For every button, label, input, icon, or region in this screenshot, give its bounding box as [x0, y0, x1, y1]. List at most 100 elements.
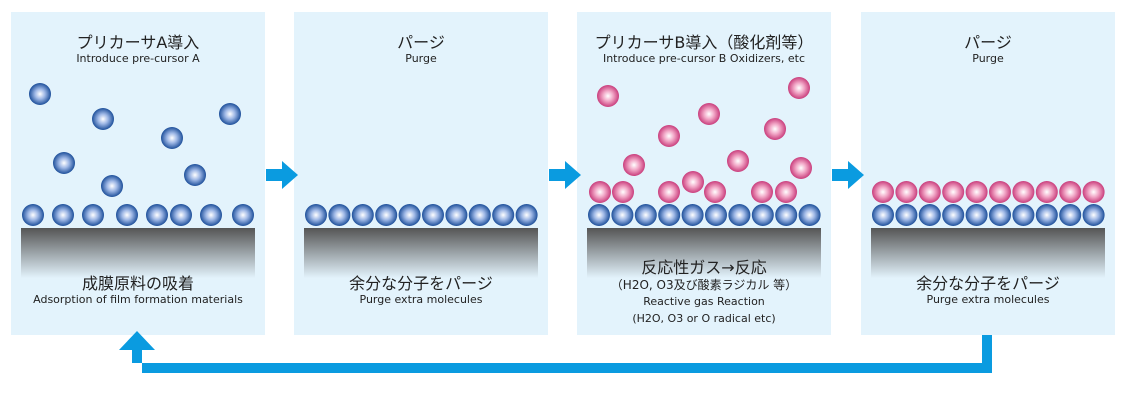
precursor-b-molecule [698, 103, 720, 125]
step-title-en: Introduce pre-cursor B Oxidizers, etc [602, 52, 806, 65]
precursor-b-molecule [1082, 181, 1105, 203]
step-title-en: Purge [972, 52, 1004, 65]
precursor-b-molecule [727, 150, 749, 172]
precursor-b-molecule [918, 181, 941, 203]
precursor-b-molecule [589, 181, 611, 203]
precursor-a-molecule [219, 103, 241, 125]
precursor-b-molecule [788, 77, 810, 99]
precursor-a-molecule [965, 204, 988, 226]
precursor-a-molecule [398, 204, 421, 226]
precursor-a-molecule [1012, 204, 1035, 226]
precursor-a-molecule [200, 204, 222, 226]
substrate [21, 228, 255, 278]
step-caption-jp: 余分な分子をパージ [916, 274, 1060, 293]
precursor-b-molecule [989, 181, 1011, 203]
precursor-a-molecule [445, 204, 468, 226]
precursor-a-molecule [232, 204, 254, 226]
precursor-b-molecule [597, 85, 619, 107]
precursor-a-molecule [989, 204, 1011, 226]
precursor-b-molecule [764, 118, 786, 140]
precursor-a-molecule [681, 204, 704, 226]
precursor-b-molecule [612, 181, 634, 203]
step-caption-jp-detail: （H2O, O3及び酸素ラジカル 等） [610, 278, 798, 292]
precursor-b-molecule [1012, 181, 1035, 203]
step-2-panel: パージ Purge 余分な分子をパージ Purge extra molecule… [294, 12, 548, 335]
precursor-a-molecule [161, 127, 183, 149]
precursor-b-molecule [895, 181, 918, 203]
precursor-b-molecule [775, 181, 797, 203]
precursor-b-molecule [704, 181, 726, 203]
step-title-jp: パージ [964, 33, 1012, 52]
precursor-a-molecule [22, 204, 44, 226]
step-4-panel: パージ Purge 余分な分子をパージ Purge extra molecule… [861, 12, 1115, 335]
step-caption-jp: 反応性ガス→反応 [641, 258, 767, 277]
precursor-a-molecule [658, 204, 681, 226]
precursor-b-molecule [965, 181, 988, 203]
precursor-a-molecule [328, 204, 351, 226]
precursor-a-molecule [492, 204, 515, 226]
step-caption-jp: 余分な分子をパージ [349, 274, 493, 293]
precursor-a-molecule [728, 204, 751, 226]
precursor-a-molecule [52, 204, 74, 226]
precursor-a-molecule [116, 204, 138, 226]
step-caption-en: Reactive gas Reaction [643, 295, 765, 308]
precursor-a-molecule [422, 204, 444, 226]
precursor-a-molecule [705, 204, 727, 226]
precursor-a-molecule [1082, 204, 1105, 226]
substrate [304, 228, 538, 278]
substrate [587, 228, 821, 278]
step-caption-en-detail: (H2O, O3 or O radical etc) [632, 312, 776, 325]
step-caption-en: Purge extra molecules [926, 293, 1050, 306]
precursor-a-molecule [146, 204, 168, 226]
precursor-a-molecule [895, 204, 918, 226]
precursor-b-molecule [682, 171, 704, 193]
step-title-en: Purge [405, 52, 437, 65]
step-title-jp: プリカーサB導入（酸化剤等） [594, 33, 814, 52]
precursor-a-molecule [751, 204, 774, 226]
precursor-b-molecule [872, 181, 894, 203]
precursor-b-molecule [1035, 181, 1058, 203]
precursor-a-molecule [918, 204, 941, 226]
precursor-a-molecule [798, 204, 821, 226]
precursor-a-molecule [588, 204, 610, 226]
precursor-a-molecule [775, 204, 798, 226]
precursor-a-molecule [82, 204, 104, 226]
precursor-a-molecule [375, 204, 398, 226]
precursor-a-molecule [305, 204, 327, 226]
precursor-a-molecule [872, 204, 894, 226]
precursor-b-molecule [658, 181, 680, 203]
precursor-a-molecule [942, 204, 965, 226]
precursor-a-molecule [351, 204, 374, 226]
precursor-b-molecule [623, 154, 645, 176]
precursor-b-molecule [1059, 181, 1082, 203]
precursor-a-molecule [170, 204, 192, 226]
precursor-a-molecule [634, 204, 657, 226]
return-loop-arrow-icon [119, 331, 992, 373]
precursor-a-molecule [1035, 204, 1058, 226]
precursor-a-molecule [611, 204, 634, 226]
precursor-a-molecule [515, 204, 538, 226]
step-title-jp: パージ [397, 33, 445, 52]
step-title-en: Introduce pre-cursor A [76, 52, 200, 65]
precursor-b-molecule [658, 125, 680, 147]
step-caption-jp: 成膜原料の吸着 [81, 274, 194, 293]
next-arrow-icon [266, 161, 298, 189]
precursor-a-molecule [29, 83, 51, 105]
step-1-panel: プリカーサA導入 Introduce pre-cursor A 成膜原料の吸着 … [11, 12, 265, 335]
precursor-a-molecule [184, 164, 206, 186]
substrate [871, 228, 1105, 278]
next-arrow-icon [832, 161, 864, 189]
next-arrow-icon [549, 161, 581, 189]
precursor-a-molecule [1059, 204, 1082, 226]
precursor-a-molecule [101, 175, 123, 197]
step-3-panel: プリカーサB導入（酸化剤等） Introduce pre-cursor B Ox… [577, 12, 831, 335]
step-caption-en: Purge extra molecules [359, 293, 483, 306]
precursor-a-molecule [92, 108, 114, 130]
step-caption-en: Adsorption of film formation materials [33, 293, 243, 306]
precursor-a-molecule [53, 152, 75, 174]
precursor-b-molecule [751, 181, 773, 203]
precursor-a-molecule [468, 204, 491, 226]
step-title-jp: プリカーサA導入 [76, 33, 200, 52]
precursor-b-molecule [790, 157, 812, 179]
